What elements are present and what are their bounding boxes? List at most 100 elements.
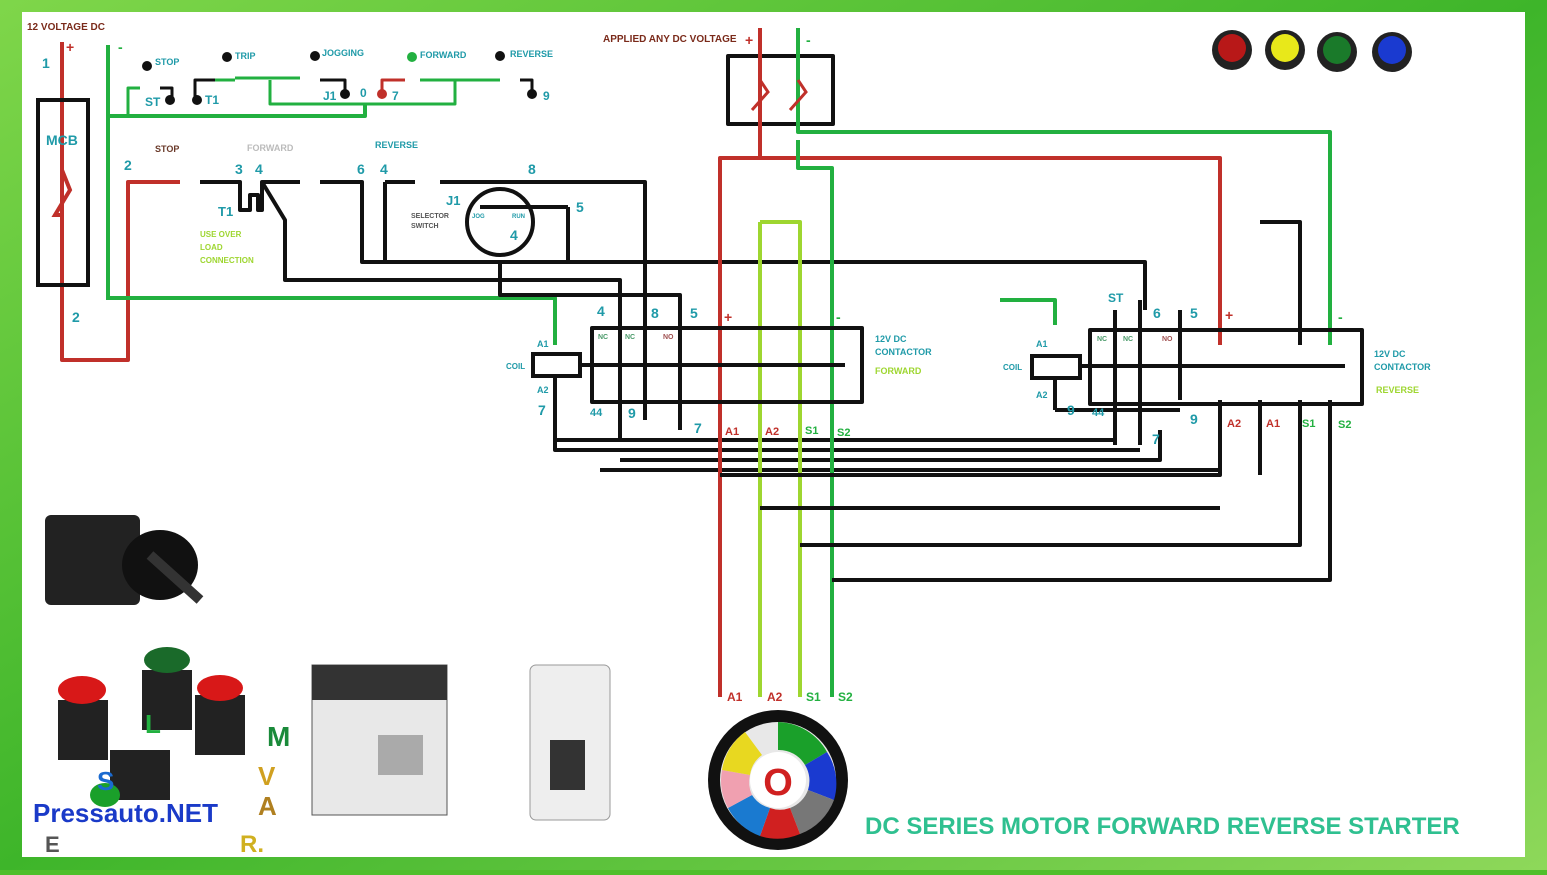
logo-letter: A: [258, 791, 277, 821]
terminal-number: S2: [1338, 419, 1351, 431]
mcb-label: MCB: [46, 132, 78, 148]
node-number: 4: [510, 227, 518, 243]
terminal-number: 5: [1190, 305, 1198, 321]
pushbutton-icons: [142, 51, 537, 105]
contactor-name: CONTACTOR: [1374, 362, 1431, 372]
a2-label: A2: [1036, 390, 1048, 400]
a1-label: A1: [537, 339, 549, 349]
indicator-lamps: [1212, 30, 1412, 72]
overload-note: CONNECTION: [200, 256, 254, 265]
plus-sign: +: [724, 309, 732, 325]
diagram-title: DC SERIES MOTOR FORWARD REVERSE STARTER: [865, 813, 1460, 840]
top-terminal: 7: [392, 89, 399, 103]
terminal-number: A1: [1266, 418, 1280, 430]
top-terminal: 9: [543, 89, 550, 103]
yellow-lamp-icon: [1271, 34, 1299, 62]
motor-icon: O: [708, 710, 848, 850]
terminal-number: 9: [628, 405, 636, 421]
coil-label: COIL: [506, 362, 525, 371]
logo-letter: M: [267, 721, 290, 752]
overload-note: USE OVER: [200, 230, 242, 239]
selector-switch-picture: [45, 515, 204, 605]
supply-switch-icon: [750, 79, 808, 111]
terminal-number: A2: [1227, 418, 1241, 430]
mcb-switch-icon: [51, 169, 73, 217]
pushbuttons-picture: [58, 647, 245, 807]
logo-letter: V: [258, 761, 276, 791]
t1-label: T1: [218, 204, 233, 219]
motor-terminal: A2: [767, 690, 783, 704]
contactor-direction: FORWARD: [875, 366, 922, 376]
logo-letter: L: [145, 709, 161, 739]
svg-text:O: O: [763, 762, 793, 804]
logo-letter: R.: [240, 831, 264, 858]
contactor-direction: REVERSE: [1376, 385, 1419, 395]
terminal-number: 9: [1067, 402, 1075, 418]
top-terminal: T1: [205, 93, 219, 107]
stop-label: STOP: [155, 144, 179, 154]
contactor-name: CONTACTOR: [875, 347, 932, 357]
contactor-name: 12V DC: [1374, 349, 1406, 359]
labels: 12 VOLTAGE DC APPLIED ANY DC VOLTAGE + -…: [27, 22, 1460, 858]
node-number: 8: [528, 161, 536, 177]
coil-reverse: [1030, 354, 1082, 380]
terminal-number: 7: [1152, 431, 1160, 447]
plus-sign: +: [745, 32, 753, 48]
coil-forward: [531, 352, 582, 378]
terminal-number: S1: [1302, 418, 1315, 430]
terminal-number: A2: [765, 426, 779, 438]
terminal-number: S2: [837, 427, 850, 439]
node-number: 4: [380, 161, 388, 177]
terminal-number: S1: [805, 425, 818, 437]
top-button-label: JOGGING: [322, 48, 364, 58]
node-number: 5: [576, 199, 584, 215]
nc-label: NC: [625, 334, 635, 341]
plus-sign: +: [66, 39, 74, 55]
contactor-picture: [311, 664, 448, 816]
minus-sign: -: [836, 309, 841, 325]
terminal-number: 7: [694, 420, 702, 436]
minus-sign: -: [118, 39, 123, 55]
logo-letter: S: [97, 766, 114, 796]
top-terminal: 0: [360, 86, 367, 100]
applied-voltage-label: APPLIED ANY DC VOLTAGE: [603, 34, 737, 45]
terminal-number: 9: [1190, 411, 1198, 427]
wires: [60, 28, 1364, 697]
top-button-label: FORWARD: [420, 50, 467, 60]
overload-note: LOAD: [200, 243, 223, 252]
terminal-number: ST: [1108, 291, 1124, 305]
mcb-box: [36, 98, 90, 287]
minus-sign: -: [1338, 309, 1343, 325]
mcb-picture: [529, 664, 611, 821]
blue-lamp-icon: [1378, 36, 1406, 64]
terminal-number: 4: [597, 303, 605, 319]
terminal-number: 44: [1092, 407, 1105, 419]
supply-label: 12 VOLTAGE DC: [27, 22, 105, 33]
nc-label: NC: [1123, 336, 1133, 343]
terminal-number: 44: [590, 407, 603, 419]
plus-sign: +: [1225, 307, 1233, 323]
top-terminal: J1: [323, 89, 337, 103]
top-button-label: TRIP: [235, 51, 256, 61]
motor-terminal: S1: [806, 690, 821, 704]
forward-label: FORWARD: [247, 143, 294, 153]
red-lamp-icon: [1218, 34, 1246, 62]
no-label: NO: [663, 334, 674, 341]
node-number: 2: [72, 309, 80, 325]
terminal-number: 6: [1153, 305, 1161, 321]
logo-letter: E: [45, 832, 60, 857]
a2-label: A2: [537, 385, 549, 395]
coil-label: COIL: [1003, 363, 1022, 372]
a1-label: A1: [1036, 339, 1048, 349]
terminal-number: 7: [538, 402, 546, 418]
jog-label: JOG: [472, 214, 485, 220]
no-label: NO: [1162, 336, 1173, 343]
j1-label: J1: [446, 193, 460, 208]
run-label: RUN: [512, 214, 525, 220]
node-number: 3: [235, 161, 243, 177]
motor-terminal: S2: [838, 690, 853, 704]
selector-label: SELECTOR: [411, 213, 449, 220]
node-number: 1: [42, 55, 50, 71]
